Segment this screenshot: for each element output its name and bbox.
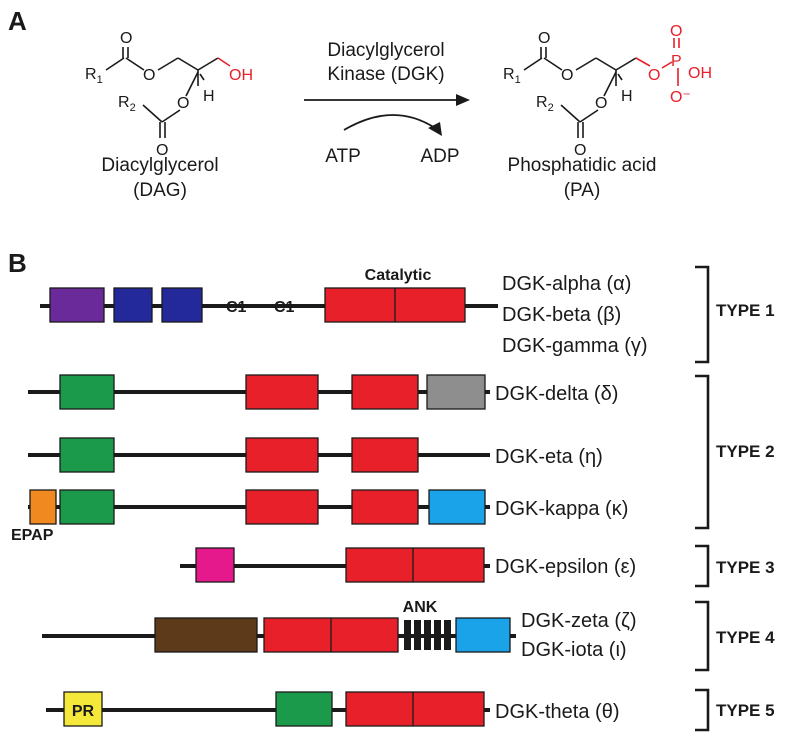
- pa-h: H: [621, 88, 633, 105]
- catalytic-domain: [245, 489, 319, 525]
- reaction-arrowhead: [456, 94, 470, 106]
- enzyme-name-line2: Kinase (DGK): [327, 64, 444, 85]
- pa-phosphate-o-double: O: [670, 23, 682, 40]
- type-label-1: TYPE 1: [716, 301, 775, 320]
- isoform-row-delta: [28, 374, 490, 410]
- epap-label: EPAP: [11, 527, 54, 544]
- bracket-type2: [695, 374, 710, 530]
- pr-domain: [63, 691, 103, 727]
- isoform-label-epsilon: DGK-epsilon (ε): [495, 556, 636, 578]
- type-label-2: TYPE 2: [716, 442, 775, 461]
- isoform-label-gamma: DGK-gamma (γ): [502, 335, 648, 357]
- ph-domain: [59, 374, 115, 410]
- catalytic-domain: [345, 691, 485, 727]
- bracket-type5: [695, 688, 710, 732]
- sam-domain: [426, 374, 486, 410]
- pa-name: Phosphatidic acid: [508, 155, 657, 176]
- type-label-4: TYPE 4: [716, 628, 775, 647]
- ankyrin-repeat: [414, 620, 421, 650]
- pa-phosphate-o-minus: O⁻: [670, 89, 691, 106]
- cofactor-arrowhead: [428, 122, 442, 136]
- catalytic-domain: [245, 437, 319, 473]
- pa-carbonyl-o2: O: [574, 142, 586, 159]
- bracket-type3: [695, 544, 710, 588]
- dag-r2: R2: [118, 94, 136, 114]
- panel-b-letter: B: [8, 248, 27, 278]
- pa-ester-o2: O: [595, 95, 607, 112]
- dag-hydroxyl: OH: [229, 67, 253, 84]
- isoform-label-alpha: DGK-alpha (α): [502, 273, 631, 295]
- adp-label: ADP: [420, 146, 459, 167]
- bracket-type4: [695, 600, 710, 672]
- catalytic-label: Catalytic: [365, 267, 432, 284]
- catalytic-domain: [351, 374, 419, 410]
- pa-abbr: (PA): [564, 180, 601, 201]
- dag-name: Diacylglycerol: [101, 155, 218, 176]
- isoform-row-theta: PR: [46, 691, 490, 727]
- panel-a: A R1 O O OH H O R2 O Diacyl: [8, 6, 712, 201]
- panel-b: B C1 C1 Catalytic DGK-alpha (α) DGK-beta…: [8, 248, 775, 732]
- dag-ester-o1: O: [143, 67, 155, 84]
- type-label-5: TYPE 5: [716, 701, 775, 720]
- pa-phosphate-o: O: [648, 67, 660, 84]
- pa-r1: R1: [503, 66, 521, 86]
- pa-ester-o1: O: [561, 67, 573, 84]
- marcks-domain: [154, 617, 258, 653]
- pa-phosphorus: P: [671, 53, 682, 70]
- c1-label: C1: [226, 299, 247, 316]
- pdz-domain: [428, 489, 486, 525]
- dag-ester-o2: O: [177, 95, 189, 112]
- c1-domain: [113, 287, 153, 323]
- ankyrin-repeat: [424, 620, 431, 650]
- ef-hand-domain: [49, 287, 105, 323]
- catalytic-domain: [245, 374, 319, 410]
- pdz-domain: [455, 617, 511, 653]
- cofactor-arc: [343, 114, 439, 131]
- isoform-row-kappa: EPAP: [11, 489, 490, 544]
- ankyrin-repeat: [444, 620, 451, 650]
- pa-r2: R2: [536, 94, 554, 114]
- catalytic-domain: [345, 547, 485, 583]
- isoform-label-eta: DGK-eta (η): [495, 446, 603, 468]
- isoform-row-eta: [28, 437, 490, 473]
- pa-phosphate-oh: OH: [688, 65, 712, 82]
- isoform-row-zeta-iota: ANK: [42, 599, 516, 653]
- isoform-row-type1: C1 C1 Catalytic: [40, 267, 498, 323]
- atp-label: ATP: [325, 146, 361, 167]
- panel-a-letter: A: [8, 6, 27, 36]
- pa-structure: R1 O O O P O OH O⁻ H O R2: [503, 23, 712, 159]
- c1-label: C1: [274, 299, 295, 316]
- isoform-label-kappa: DGK-kappa (κ): [495, 498, 628, 520]
- ankyrin-repeats: [404, 620, 451, 650]
- catalytic-domain: [351, 489, 419, 525]
- c1-domain: [161, 287, 203, 323]
- epap-domain: [29, 489, 57, 525]
- dag-structure: R1 O O OH H O R2 O: [85, 30, 253, 159]
- dag-carbonyl-o1: O: [120, 30, 132, 47]
- isoform-label-theta: DGK-theta (θ): [495, 701, 619, 723]
- isoform-label-beta: DGK-beta (β): [502, 304, 621, 326]
- ph-domain: [59, 489, 115, 525]
- isoform-label-zeta: DGK-zeta (ζ): [521, 610, 637, 632]
- ankyrin-repeat: [434, 620, 441, 650]
- ph-domain: [59, 437, 115, 473]
- dag-carbonyl-o2: O: [156, 142, 168, 159]
- ank-label: ANK: [403, 599, 438, 616]
- dag-r1: R1: [85, 66, 103, 86]
- ankyrin-repeat: [404, 620, 411, 650]
- dag-h: H: [203, 88, 215, 105]
- bracket-type1: [695, 265, 710, 364]
- pa-carbonyl-o1: O: [538, 30, 550, 47]
- isoform-row-epsilon: [180, 547, 490, 583]
- catalytic-domain: [351, 437, 419, 473]
- isoform-label-iota: DGK-iota (ι): [521, 639, 627, 661]
- pr-label: PR: [72, 703, 95, 720]
- hydrophobic-domain: [195, 547, 235, 583]
- ph-domain: [275, 691, 333, 727]
- isoform-label-delta: DGK-delta (δ): [495, 383, 618, 405]
- dag-abbr: (DAG): [133, 180, 187, 201]
- type-label-3: TYPE 3: [716, 558, 775, 577]
- enzyme-name-line1: Diacylglycerol: [327, 40, 444, 61]
